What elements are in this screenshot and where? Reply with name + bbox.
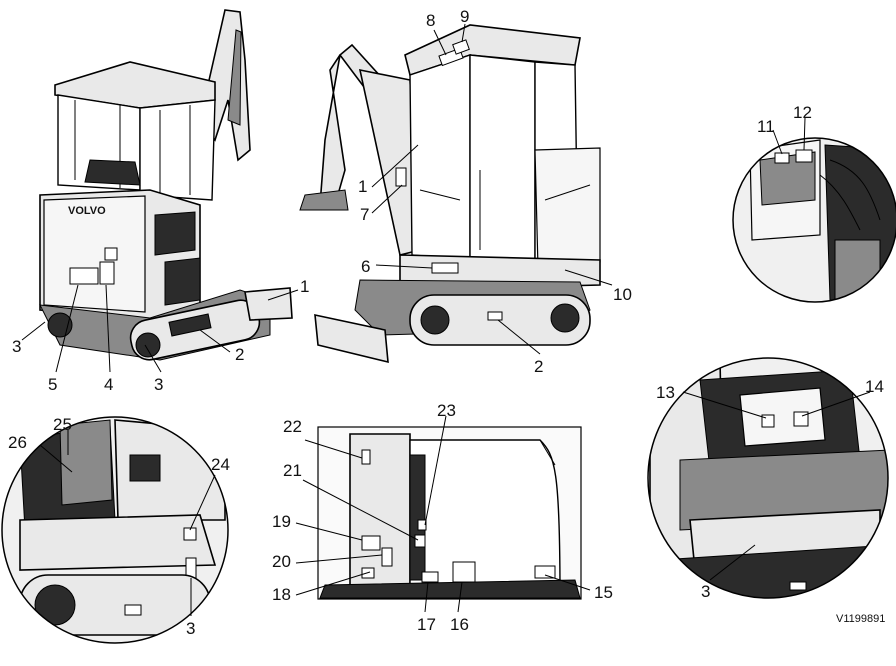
leader-lines xyxy=(21,23,871,616)
callout-24: 24 xyxy=(211,455,230,474)
decal-22 xyxy=(361,449,371,465)
callout-2b: 2 xyxy=(534,357,543,376)
rear-excavator-view: VOLVO xyxy=(39,9,293,361)
decal-11 xyxy=(774,152,790,164)
callout-3d: 3 xyxy=(701,582,710,601)
callout-labels: 1 2 3 3 4 5 1 7 6 8 9 10 2 11 12 13 14 3… xyxy=(8,7,885,638)
decal-21 xyxy=(414,534,426,548)
callout-21: 21 xyxy=(283,461,302,480)
callout-22: 22 xyxy=(283,417,302,436)
callout-3a: 3 xyxy=(12,337,21,356)
callout-10: 10 xyxy=(613,285,632,304)
brand-logo: VOLVO xyxy=(68,205,106,217)
callout-14: 14 xyxy=(865,377,884,396)
callout-4: 4 xyxy=(104,375,113,394)
decal-12 xyxy=(795,149,813,163)
callout-5: 5 xyxy=(48,375,57,394)
callout-9: 9 xyxy=(460,7,469,26)
detail-circle-24-26 xyxy=(1,416,229,644)
decal-5 xyxy=(69,267,99,285)
decal-7 xyxy=(395,167,407,187)
decal-6 xyxy=(431,262,459,274)
front-excavator-view xyxy=(299,24,601,364)
decal-15 xyxy=(534,565,556,579)
figure-code: V1199891 xyxy=(836,613,885,625)
decal-23 xyxy=(417,519,427,531)
callout-15: 15 xyxy=(594,583,613,602)
callout-2a: 2 xyxy=(235,345,244,364)
callout-1a: 1 xyxy=(300,277,309,296)
callout-8: 8 xyxy=(426,11,435,30)
callout-20: 20 xyxy=(272,552,291,571)
callout-12: 12 xyxy=(793,103,812,122)
callout-3c: 3 xyxy=(186,619,195,638)
decal-16 xyxy=(452,561,476,583)
decal-20 xyxy=(381,547,393,567)
detail-cab-interior xyxy=(317,426,582,600)
callout-11: 11 xyxy=(757,117,775,136)
decal-2b xyxy=(487,311,503,321)
callout-25: 25 xyxy=(53,415,72,434)
detail-circle-11-12 xyxy=(732,137,896,303)
callout-16: 16 xyxy=(450,615,469,634)
callout-1b: 1 xyxy=(358,177,367,196)
callout-7: 7 xyxy=(360,205,369,224)
callout-13: 13 xyxy=(656,383,675,402)
callout-23: 23 xyxy=(437,401,456,420)
callout-26: 26 xyxy=(8,433,27,452)
decal-17 xyxy=(421,571,439,583)
callout-3b: 3 xyxy=(154,375,163,394)
decal-19 xyxy=(361,535,381,551)
decal-4 xyxy=(99,261,115,285)
decal-24 xyxy=(183,527,197,541)
callout-18: 18 xyxy=(272,585,291,604)
callout-6: 6 xyxy=(361,257,370,276)
decal-9 xyxy=(452,39,470,55)
detail-circle-13-14 xyxy=(647,357,889,599)
callout-19: 19 xyxy=(272,512,291,531)
callout-17: 17 xyxy=(417,615,436,634)
